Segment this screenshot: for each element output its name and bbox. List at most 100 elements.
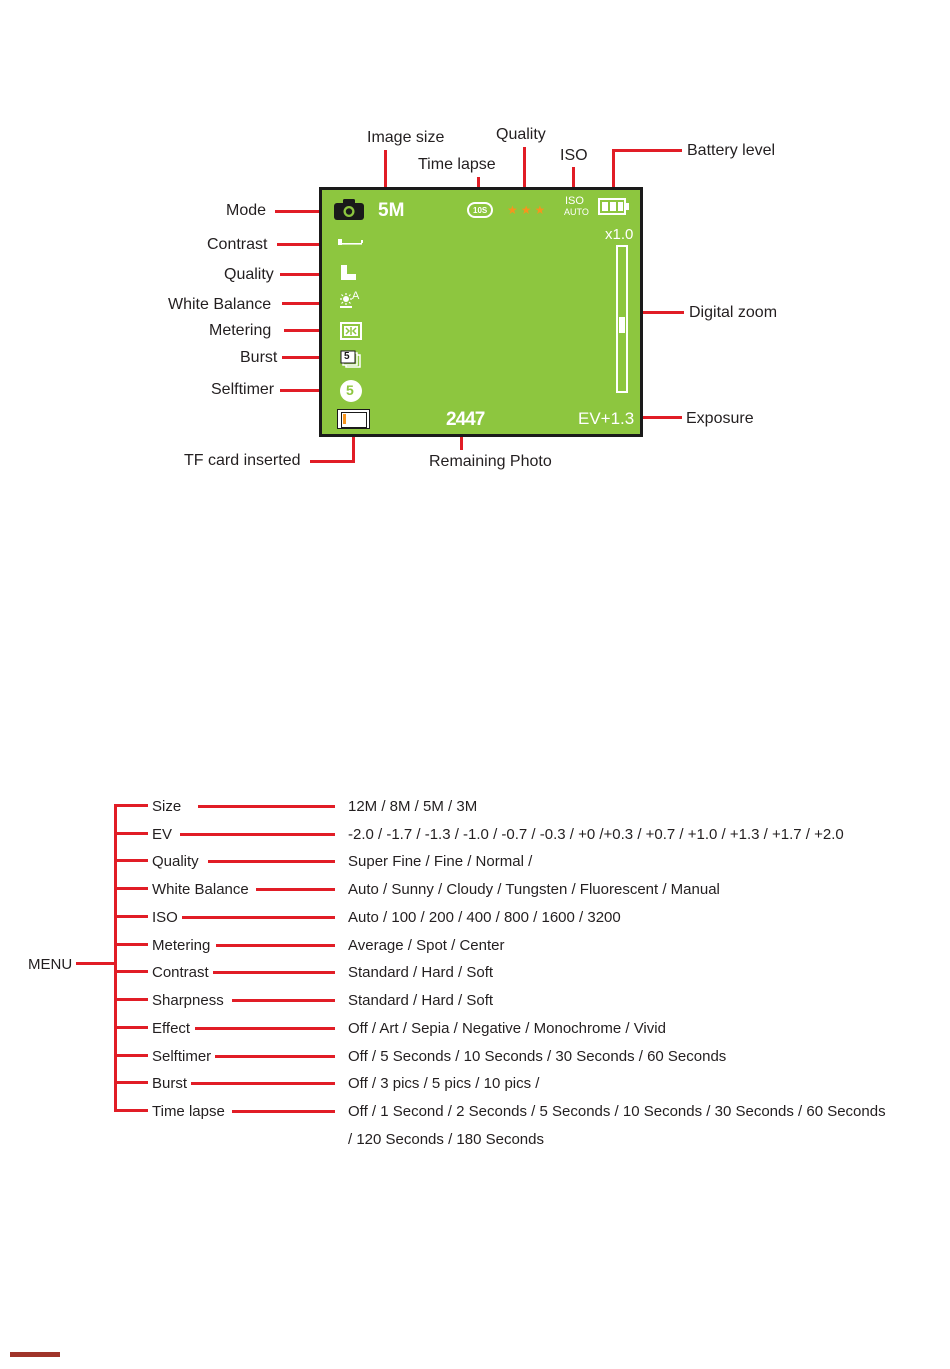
image-size-value: 5M	[378, 200, 405, 221]
time-lapse-value: 10S	[473, 206, 488, 215]
menu-root-leader	[76, 962, 116, 965]
leader-tf-card-vertical	[352, 430, 355, 462]
menu-item-leader	[232, 1110, 335, 1113]
menu-root-label: MENU	[28, 956, 73, 973]
menu-item-value: Off / 5 Seconds / 10 Seconds / 30 Second…	[348, 1048, 727, 1065]
leader-remaining-photo	[460, 432, 463, 450]
label-tf-card: TF card inserted	[184, 452, 301, 469]
time-lapse-icon	[467, 202, 493, 218]
menu-branch-line	[114, 887, 148, 890]
menu-item-leader	[216, 944, 335, 947]
menu-item-label: ISO	[152, 909, 178, 926]
label-iso: ISO	[560, 147, 588, 164]
menu-item-value: Average / Spot / Center	[348, 937, 505, 954]
leader-tf-card-horizontal	[310, 460, 355, 463]
label-time-lapse: Time lapse	[418, 156, 496, 173]
quality-stars-icon: ★★★	[507, 203, 549, 217]
selftimer-icon	[340, 380, 362, 402]
battery-icon	[598, 198, 626, 215]
label-selftimer: Selftimer	[211, 381, 275, 398]
menu-item-value: Auto / 100 / 200 / 400 / 800 / 1600 / 32…	[348, 909, 621, 926]
exposure-value: EV+1.3	[578, 409, 635, 428]
menu-branch-line	[114, 915, 148, 918]
menu-branch-line	[114, 943, 148, 946]
label-digital-zoom: Digital zoom	[689, 304, 778, 321]
label-contrast: Contrast	[207, 236, 268, 253]
menu-item-label: EV	[152, 826, 173, 843]
menu-item-leader	[256, 888, 335, 891]
selftimer-value: 5	[346, 382, 354, 398]
leader-iso	[572, 167, 575, 195]
page-footer-bar	[10, 1352, 60, 1357]
menu-item-label: Burst	[152, 1075, 188, 1092]
contrast-icon	[338, 239, 363, 245]
menu-branch-line	[114, 970, 148, 973]
menu-branch-line	[114, 832, 148, 835]
white-balance-value: A	[352, 290, 360, 302]
metering-icon	[340, 322, 362, 340]
leader-quality-top	[523, 147, 526, 204]
menu-branch-line	[114, 1109, 148, 1112]
menu-item-leader	[182, 916, 335, 919]
zoom-bar	[616, 245, 628, 393]
leader-selftimer	[280, 389, 330, 392]
menu-branch-line	[114, 859, 148, 862]
iso-auto-value: AUTO	[564, 207, 589, 217]
menu-item-leader	[180, 833, 335, 836]
label-burst: Burst	[240, 349, 278, 366]
zoom-bar-indicator	[619, 317, 625, 333]
menu-item-value: Off / 3 pics / 5 pics / 10 pics /	[348, 1075, 540, 1092]
leader-battery-horizontal	[612, 149, 682, 152]
menu-item-value: Auto / Sunny / Cloudy / Tungsten / Fluor…	[348, 881, 720, 898]
menu-branch-line	[114, 1054, 148, 1057]
menu-item-label: Metering	[152, 937, 211, 954]
menu-item-value: Standard / Hard / Soft	[348, 964, 494, 981]
menu-item-leader	[232, 999, 335, 1002]
iso-label-value: ISO	[565, 195, 584, 207]
menu-item-label: Sharpness	[152, 992, 224, 1009]
zoom-value: x1.0	[605, 226, 634, 243]
menu-item-label: Size	[152, 798, 182, 815]
label-white-balance: White Balance	[168, 296, 272, 313]
menu-item-value-continuation: / 120 Seconds / 180 Seconds	[348, 1131, 544, 1148]
burst-value: 5	[344, 351, 350, 362]
menu-item-value: -2.0 / -1.7 / -1.3 / -1.0 / -0.7 / -0.3 …	[348, 826, 844, 843]
menu-item-value: Off / Art / Sepia / Negative / Monochrom…	[348, 1020, 666, 1037]
label-battery-level: Battery level	[687, 142, 776, 159]
menu-branch-line	[114, 1026, 148, 1029]
remaining-photos-value: 2447	[446, 409, 485, 430]
label-remaining-photo: Remaining Photo	[429, 453, 552, 470]
menu-branch-line	[114, 1081, 148, 1084]
menu-item-leader	[208, 860, 335, 863]
label-exposure: Exposure	[686, 410, 754, 427]
leader-white-balance	[282, 302, 330, 305]
burst-icon	[340, 350, 361, 368]
leader-digital-zoom	[637, 311, 684, 314]
menu-item-label: Quality	[152, 853, 199, 870]
menu-item-leader	[215, 1055, 335, 1058]
menu-branch-line	[114, 998, 148, 1001]
leader-metering	[284, 329, 330, 332]
label-metering: Metering	[209, 322, 272, 339]
leader-quality-left	[280, 273, 330, 276]
menu-item-leader	[191, 1082, 335, 1085]
menu-item-value: 12M / 8M / 5M / 3M	[348, 798, 478, 815]
menu-branch-line	[114, 804, 148, 807]
leader-burst	[282, 356, 330, 359]
leader-contrast	[277, 243, 330, 246]
label-quality-left: Quality	[224, 266, 274, 283]
menu-item-value: Super Fine / Fine / Normal /	[348, 853, 533, 870]
label-image-size: Image size	[367, 129, 445, 146]
menu-item-value: Standard / Hard / Soft	[348, 992, 494, 1009]
leader-battery-vertical	[612, 149, 615, 197]
tf-card-icon	[337, 409, 370, 429]
label-quality-top: Quality	[496, 126, 546, 143]
leader-exposure	[637, 416, 682, 419]
menu-item-leader	[213, 971, 335, 974]
menu-trunk-line	[114, 805, 117, 1111]
white-balance-icon	[340, 293, 352, 308]
menu-item-label: White Balance	[152, 881, 249, 898]
camera-mode-icon	[334, 199, 364, 220]
menu-item-value: Off / 1 Second / 2 Seconds / 5 Seconds /…	[348, 1103, 886, 1120]
menu-item-label: Effect	[152, 1020, 191, 1037]
